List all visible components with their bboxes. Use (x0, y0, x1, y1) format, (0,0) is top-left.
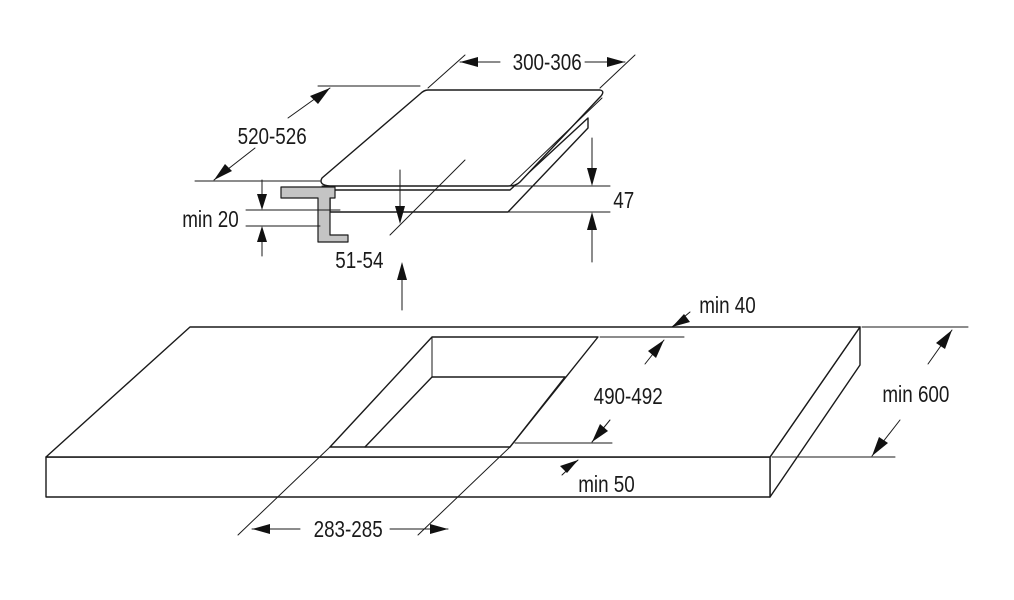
hob-depth-label: 520-526 (238, 124, 307, 149)
worktop-gap-dimension (257, 179, 267, 257)
cutout-width-label: 283-285 (314, 517, 383, 542)
clearance-depth-dimension (389, 159, 466, 311)
hob-width-dimension (427, 54, 636, 89)
worktop-depth-dimension (771, 326, 969, 458)
mounting-bracket (280, 186, 349, 243)
hob-width-label: 300-306 (513, 50, 582, 75)
cutout-depth-dimension (514, 336, 685, 444)
cutout-width-dimension (237, 446, 511, 536)
back-distance-dimension (671, 311, 691, 328)
front-distance-label: min 50 (578, 472, 635, 497)
front-distance-dimension (560, 459, 579, 476)
hob-glass-edge (321, 97, 603, 187)
hob-height-label: 47 (613, 188, 634, 213)
worktop-depth-label: min 600 (882, 382, 949, 407)
cutout-depth-label: 490-492 (594, 384, 663, 409)
clearance-depth-label: 51-54 (335, 248, 383, 273)
worktop-gap-label: min 20 (182, 207, 239, 232)
back-distance-label: min 40 (699, 293, 756, 318)
hob-height-dimension (499, 137, 611, 263)
worktop-front-face (45, 456, 771, 498)
hob-unit (320, 89, 604, 213)
hob-depth-dimension (213, 85, 421, 181)
